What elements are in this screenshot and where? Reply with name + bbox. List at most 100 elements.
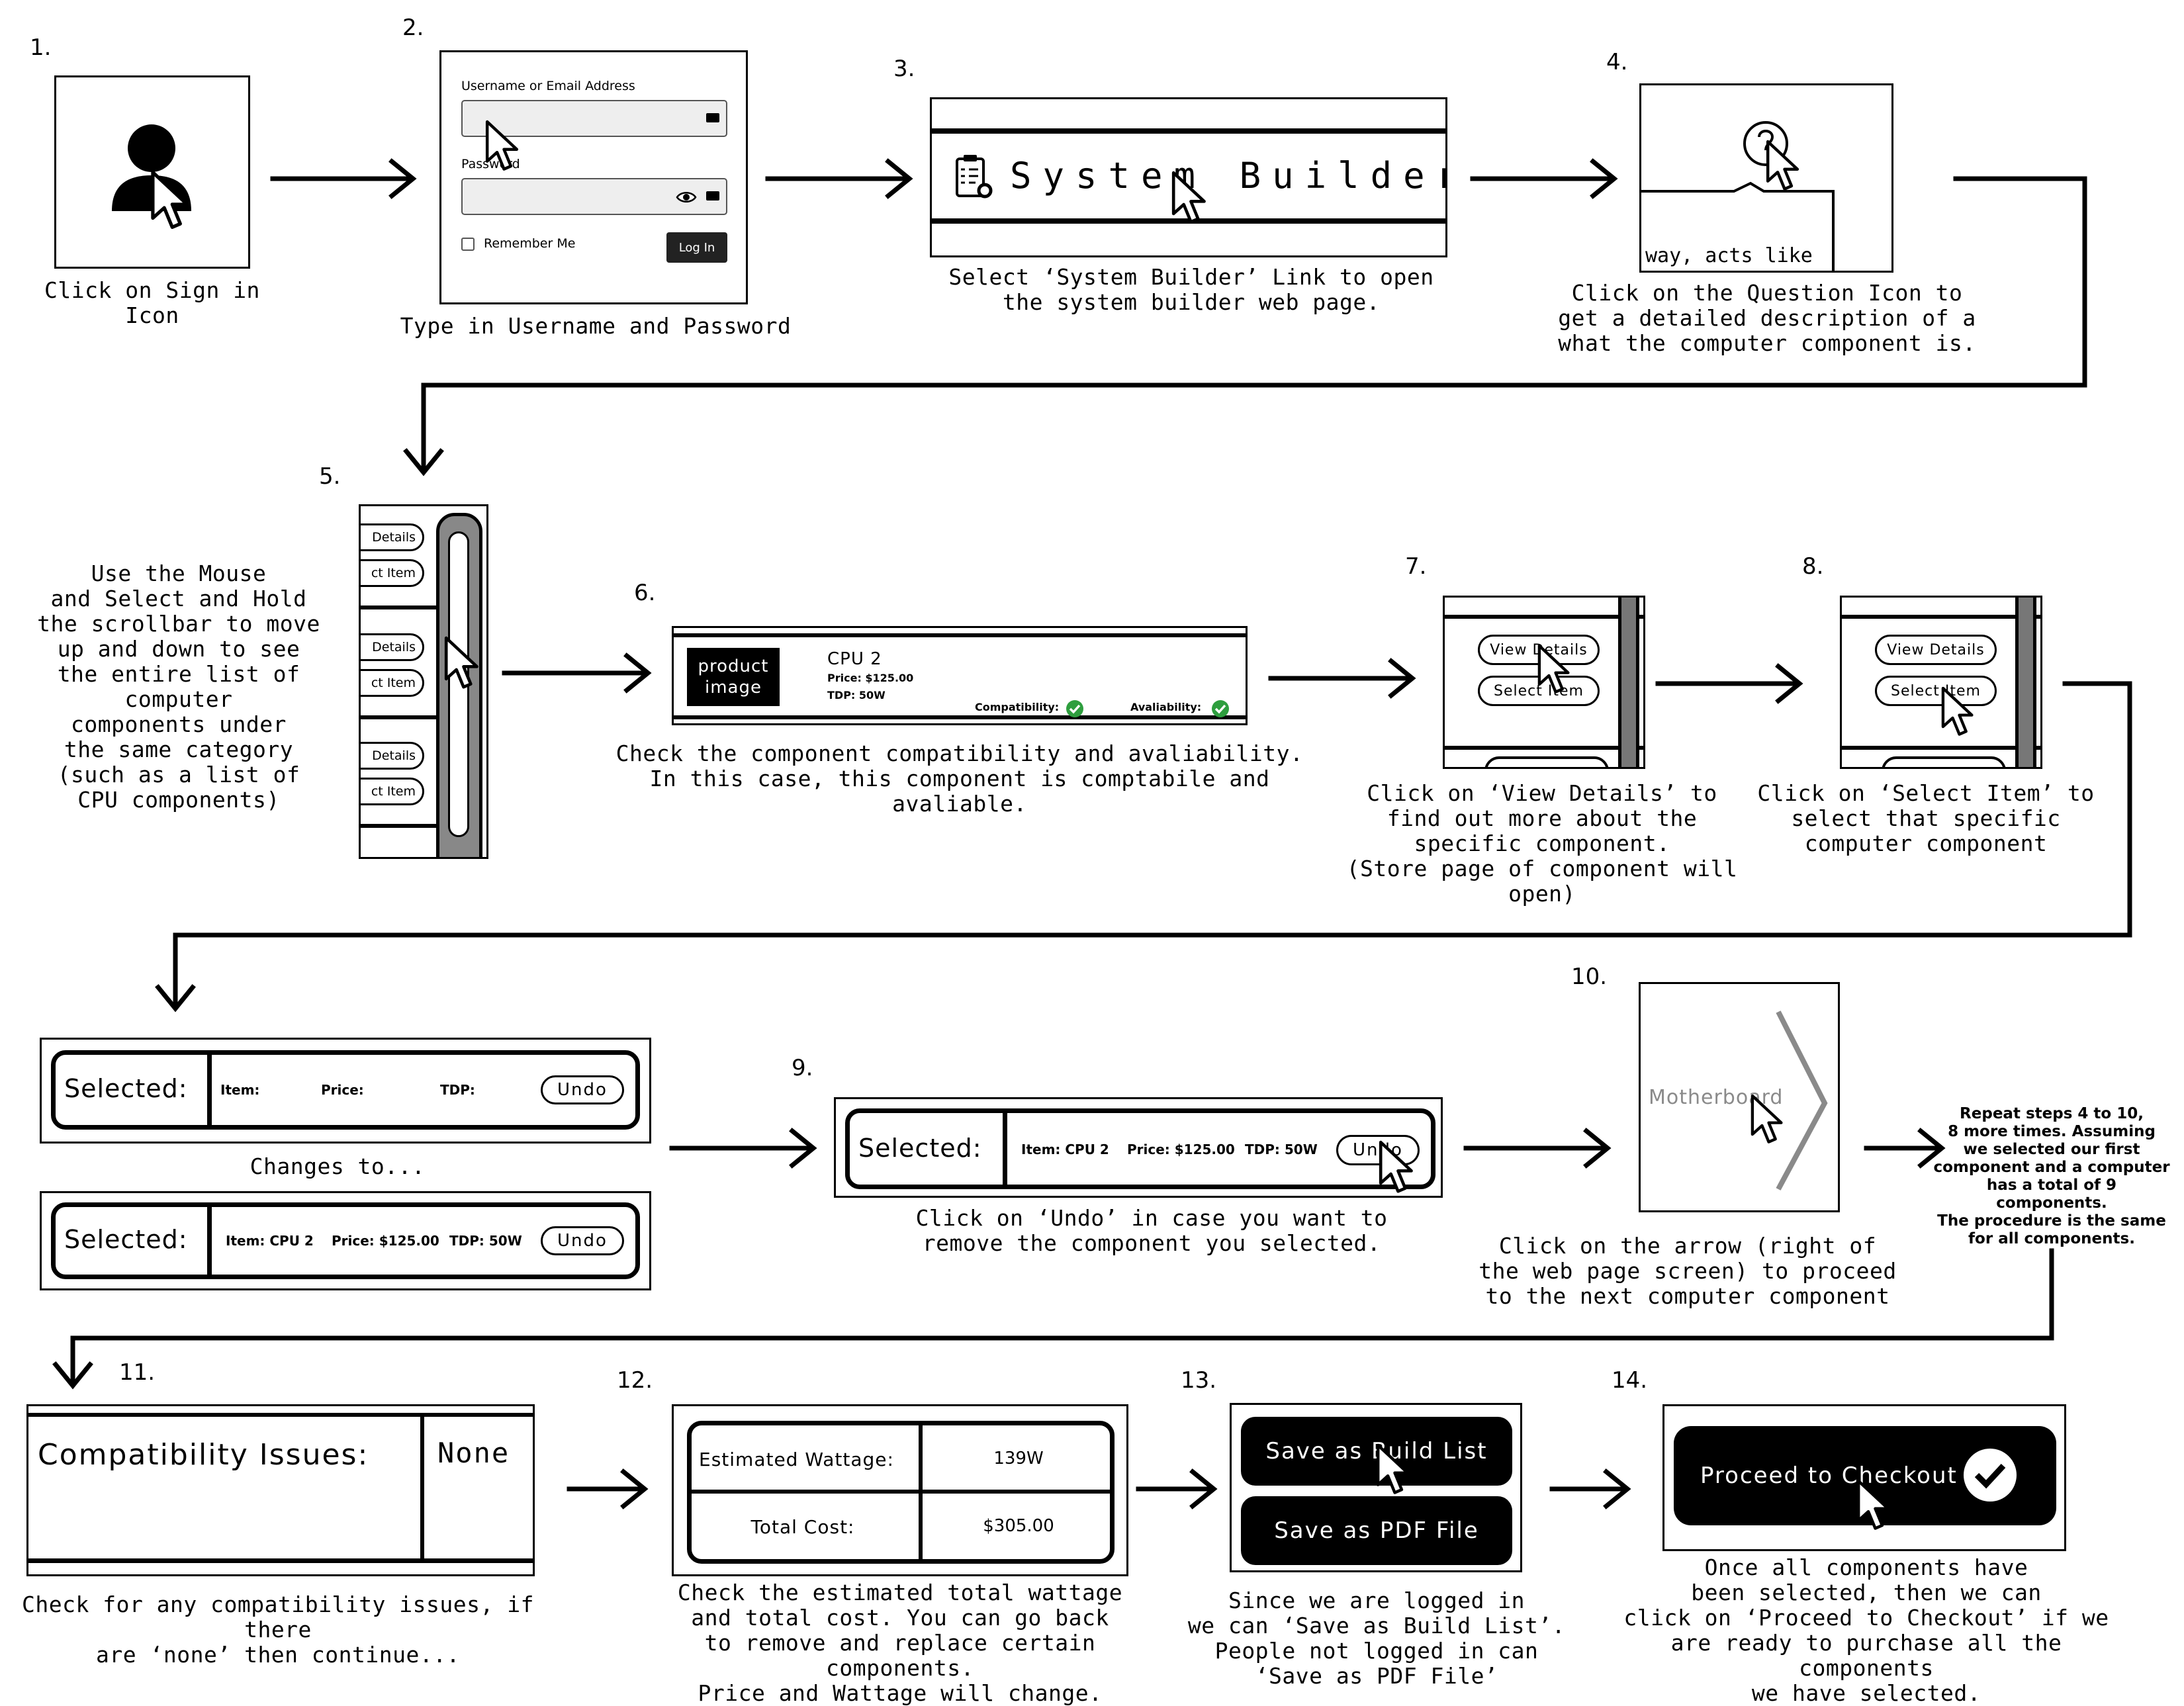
changes-caption: Changes to... <box>250 1153 426 1179</box>
step-5-number: 5. <box>319 463 341 490</box>
item-value: Item: <box>220 1082 260 1098</box>
panel-rule-bottom <box>1842 746 2040 750</box>
step-13-number: 13. <box>1181 1367 1217 1394</box>
check-icon <box>1212 700 1229 717</box>
select-item-panel: View Details Select Item <box>1840 596 2042 769</box>
save-pdf-button[interactable]: Save as PDF File <box>1241 1496 1512 1565</box>
step-14-number: 14. <box>1612 1367 1648 1394</box>
panel-divider <box>420 1413 424 1561</box>
step-3-number: 3. <box>893 56 915 82</box>
cursor-icon <box>485 120 519 171</box>
selected-label: Selected: <box>858 1134 982 1163</box>
step-5-caption: Use the Mouse and Select and Hold the sc… <box>37 561 320 813</box>
details-button[interactable]: Details <box>361 742 424 770</box>
tooltip-leader <box>1641 181 1835 271</box>
step-12-number: 12. <box>617 1367 653 1394</box>
step-9-number: 9. <box>792 1055 813 1081</box>
cursor-icon <box>151 170 189 229</box>
totals-row-divider <box>687 1490 1115 1494</box>
cursor-icon <box>1376 1443 1410 1494</box>
totals-col-divider <box>919 1421 923 1564</box>
eye-icon[interactable] <box>676 190 697 204</box>
keyboard-icon <box>706 191 719 201</box>
cursor-icon <box>444 636 478 689</box>
step-1-caption: Click on Sign in Icon <box>44 277 260 328</box>
cpu-tdp: TDP: 50W <box>827 689 886 701</box>
chevron-right-icon[interactable] <box>1773 1008 1833 1193</box>
item-value: Item: CPU 2 <box>226 1233 314 1249</box>
selected-divider <box>1003 1108 1007 1189</box>
tooltip-text: way, acts like <box>1645 244 1813 267</box>
panel-rule-bottom <box>28 1558 533 1563</box>
checkout-label: Proceed to Checkout <box>1700 1462 1958 1489</box>
arrow-7-8 <box>1655 663 1803 704</box>
arrow-13-14 <box>1549 1468 1631 1509</box>
username-field[interactable] <box>461 100 727 137</box>
price-value: Price: <box>321 1082 364 1098</box>
checkout-panel: Proceed to Checkout <box>1662 1404 2066 1551</box>
select-item-button[interactable]: ct Item <box>361 559 424 587</box>
remember-label: Remember Me <box>484 236 576 251</box>
selected-bar-after: Selected: Item: CPU 2 Price: $125.00 TDP… <box>40 1191 651 1290</box>
tdp-value: TDP: 50W <box>1245 1142 1318 1157</box>
system-builder-link[interactable]: System Builder <box>1010 155 1447 197</box>
list-divider <box>361 715 440 719</box>
arrow-repeat-11 <box>52 1248 2054 1390</box>
cpu-price: Price: $125.00 <box>827 672 914 684</box>
step-3-caption: Select ‘System Builder’ Link to open the… <box>948 264 1434 315</box>
step-4-caption: Click on the Question Icon to get a deta… <box>1558 280 1976 356</box>
cpu-name: CPU 2 <box>827 649 882 669</box>
arrow-6-7 <box>1268 658 1416 699</box>
step-8-number: 8. <box>1802 553 1824 580</box>
cursor-icon <box>1941 686 1974 736</box>
availability-label: Avaliability: <box>1130 701 1202 713</box>
selected-label: Selected: <box>64 1225 188 1254</box>
details-button[interactable]: Details <box>361 523 424 551</box>
step-11-number: 11. <box>119 1359 156 1386</box>
component-card-panel: product image CPU 2 Price: $125.00 TDP: … <box>672 626 1248 725</box>
step-1-panel <box>54 75 250 269</box>
login-button[interactable]: Log In <box>666 232 727 263</box>
compatibility-issues-label: Compatibility Issues: <box>38 1438 369 1472</box>
scroll-list-panel: Details ct Item Details ct Item Details … <box>359 504 488 859</box>
undo-panel: Selected: Item: CPU 2 Price: $125.00 TDP… <box>834 1097 1443 1198</box>
cursor-icon <box>1766 140 1799 191</box>
card-rule-bottom <box>674 715 1246 719</box>
remember-checkbox[interactable] <box>461 238 475 251</box>
step-9-caption: Click on ‘Undo’ in case you want to remo… <box>915 1205 1388 1256</box>
step-13-caption: Since we are logged in we can ‘Save as B… <box>1187 1588 1566 1689</box>
details-button[interactable]: Details <box>361 633 424 661</box>
select-item-button[interactable]: Select Item <box>1875 676 1997 706</box>
password-field[interactable] <box>461 178 727 215</box>
card-rule-top <box>674 633 1246 637</box>
step-12-caption: Check the estimated total wattage and to… <box>677 1580 1123 1706</box>
step-4-number: 4. <box>1606 49 1628 75</box>
panel-rule-top <box>1842 615 2040 619</box>
check-icon <box>1066 700 1083 717</box>
arrow-4-5 <box>403 176 2087 476</box>
select-item-button[interactable]: ct Item <box>361 669 424 697</box>
question-panel: way, acts like <box>1639 83 1893 273</box>
panel-rule-top <box>28 1413 533 1417</box>
arrow-12-13 <box>1136 1468 1218 1509</box>
arrow-11-12 <box>567 1468 649 1509</box>
login-form-panel: Username or Email Address Password Remem… <box>439 50 748 304</box>
price-value: Price: $125.00 <box>1127 1142 1235 1157</box>
undo-button[interactable]: Undo <box>1336 1135 1420 1165</box>
header-rule-top <box>932 128 1445 134</box>
selected-bar-before: Selected: Item: Price: TDP: Undo <box>40 1038 651 1144</box>
select-item-button[interactable]: ct Item <box>361 778 424 805</box>
panel-scrollbar <box>2015 598 2036 767</box>
tdp-value: TDP: <box>440 1082 475 1098</box>
view-details-button[interactable]: View Details <box>1875 635 1997 665</box>
view-details-panel: View Details Select Item <box>1443 596 1645 769</box>
step-6-number: 6. <box>634 580 656 606</box>
panel-rule-top <box>1445 615 1643 619</box>
arrow-3-4 <box>1470 158 1618 199</box>
arrow-9-10 <box>1463 1128 1612 1169</box>
save-panel: Save as Build List Save as PDF File <box>1230 1403 1522 1572</box>
step-7-caption: Click on ‘View Details’ to find out more… <box>1346 780 1738 907</box>
arrow-5-6 <box>502 652 652 694</box>
undo-button[interactable]: Undo <box>541 1226 624 1255</box>
undo-button[interactable]: Undo <box>541 1075 624 1104</box>
